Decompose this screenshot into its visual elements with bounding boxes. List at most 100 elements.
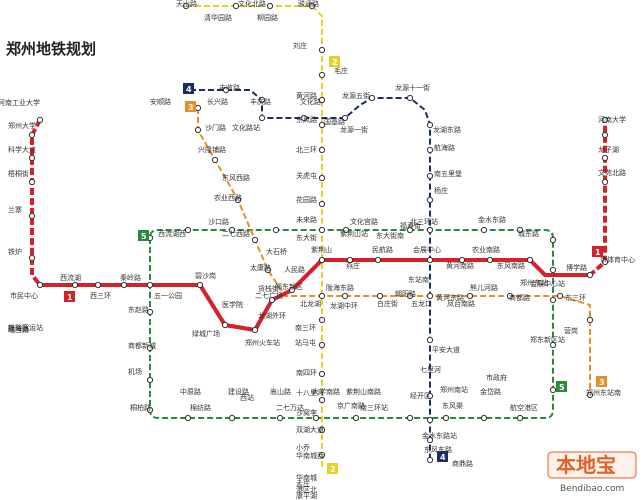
station-label: 西站 <box>240 393 254 402</box>
station-marker <box>426 456 434 464</box>
station-marker <box>146 308 154 316</box>
station-marker <box>222 86 230 94</box>
station-marker <box>341 114 349 122</box>
line-4-badge-north-label: 4 <box>186 85 192 94</box>
station-marker <box>251 236 259 244</box>
station-marker <box>368 94 376 102</box>
station-label: 民航路 <box>372 245 393 254</box>
station-label: 兴隆铺路 <box>198 145 226 154</box>
station-label: 凤台南路 <box>447 299 475 308</box>
station-marker <box>228 414 236 422</box>
station-label: 航海路 <box>434 143 455 152</box>
station-label: 东风路 <box>296 115 317 124</box>
station-label: 经三路 <box>8 325 29 334</box>
station-label: 东风西路 <box>222 173 250 182</box>
station-marker <box>426 121 434 129</box>
line-1-badge-east <box>592 246 603 257</box>
station-label: 清华园路 <box>204 13 232 22</box>
line-4-badge-south-label: 4 <box>440 453 446 462</box>
station-marker <box>406 414 414 422</box>
station-label: 港区北 <box>296 485 317 494</box>
station-label: 安顺路 <box>150 97 171 106</box>
station-label: 站马屯 <box>295 338 316 347</box>
station-marker <box>264 266 272 274</box>
station-label: 二七万达 <box>276 403 304 412</box>
station-marker <box>318 46 326 54</box>
station-label: 东风渠 <box>442 401 463 410</box>
station-label: 陇海路 <box>8 324 29 333</box>
station-marker <box>374 256 382 264</box>
station-label: 沙窝李 <box>296 408 317 417</box>
station-marker <box>28 178 36 186</box>
station-marker <box>318 341 326 349</box>
station-marker <box>251 326 259 334</box>
station-marker <box>266 2 274 10</box>
line-3-badge-west-label: 3 <box>188 103 194 112</box>
station-label: 东站南 <box>408 275 429 284</box>
station-label: 河南大学 <box>598 115 626 124</box>
station-label: 绿城广场 <box>192 329 220 338</box>
station-marker <box>312 414 320 422</box>
station-label: 文化北路 <box>238 0 266 8</box>
station-label: 沙门路 <box>205 123 226 132</box>
station-marker <box>211 156 219 164</box>
station-marker <box>549 266 557 274</box>
station-label: 郑州南站 <box>440 385 468 394</box>
line-5 <box>149 229 554 419</box>
station-marker <box>458 256 466 264</box>
station-label: 花园路 <box>296 195 317 204</box>
station-label: 市民中心 <box>10 291 38 300</box>
station-label: 会展中心站 <box>530 279 565 288</box>
station-marker <box>182 2 190 10</box>
station-marker <box>258 114 266 122</box>
station-label: 康平湖 <box>296 491 317 500</box>
station-label: 天山路 <box>176 0 197 8</box>
station-label: 铁炉 <box>8 247 22 256</box>
station-marker <box>586 391 594 399</box>
line-3-badge-west <box>185 101 196 112</box>
station-label: 机场 <box>128 367 142 376</box>
station-label: 二七广场 <box>255 291 283 300</box>
station-marker <box>120 281 128 289</box>
station-label: 东大街 <box>296 233 317 242</box>
station-label: 五龙口 <box>411 299 432 308</box>
station-label: 营岗 <box>564 326 578 335</box>
station-marker <box>426 256 434 264</box>
station-label: 七里河 <box>420 365 441 374</box>
station-marker <box>318 71 326 79</box>
station-label: 华南城西 <box>296 451 324 460</box>
station-marker <box>184 226 192 234</box>
station-label: 南五里堡 <box>434 169 462 178</box>
station-marker <box>318 174 326 182</box>
station-marker <box>318 256 326 264</box>
station-label: 人民路 <box>284 265 305 274</box>
station-marker <box>426 436 434 444</box>
station-marker <box>466 292 474 300</box>
station-marker <box>232 2 240 10</box>
station-label: 医学院 <box>222 300 243 309</box>
station-label: 北三环 <box>296 146 317 154</box>
station-label: 双湖大道 <box>296 425 324 434</box>
station-label: 大石桥 <box>266 247 287 256</box>
line-3 <box>197 108 591 395</box>
station-marker <box>586 316 594 324</box>
station-label: 南三环站 <box>360 403 388 412</box>
station-label: 经开区 <box>410 391 431 400</box>
station-label: 文化路站 <box>232 123 260 132</box>
station-marker <box>268 296 276 304</box>
station-label: 龙源五街 <box>342 91 370 100</box>
station-marker <box>426 392 434 400</box>
station-label: 杨庄 <box>434 186 448 195</box>
station-label: 龙子湖 <box>598 145 619 154</box>
station-marker <box>318 426 326 434</box>
station-label: 陇海东路 <box>326 283 354 292</box>
line-5-badge-west <box>138 230 149 241</box>
station-marker <box>272 226 280 234</box>
station-label: 市体育中心 <box>600 255 635 264</box>
station-label: 黄河东路 <box>436 293 464 302</box>
station-marker <box>184 414 192 422</box>
station-marker <box>442 414 450 422</box>
station-label: 博学路 <box>566 263 587 272</box>
